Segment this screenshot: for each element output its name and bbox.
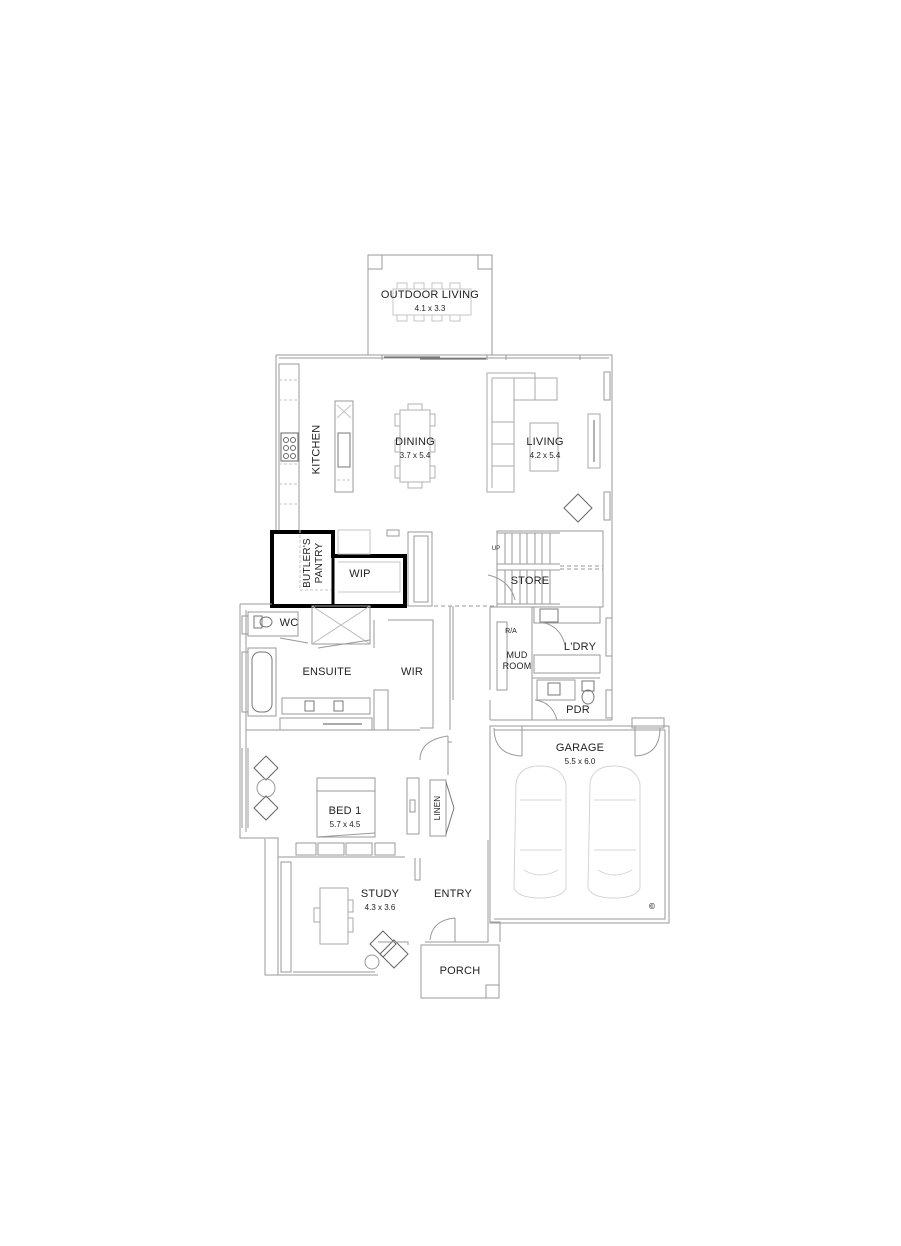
outdoor-living-size: 4.1 x 3.3 — [414, 304, 446, 313]
pdr-label: PDR — [566, 704, 590, 716]
laundry-sink-icon — [539, 608, 559, 623]
sink-icon — [337, 432, 351, 468]
stairs-up-label: UP — [491, 546, 501, 552]
entry-label: ENTRY — [433, 888, 473, 900]
entry-door-swing — [429, 917, 456, 941]
pdr-vanity-icon — [536, 679, 576, 701]
copyright-icon: © — [649, 902, 655, 911]
garage-side-door — [493, 726, 523, 757]
linen-cupboard — [429, 779, 447, 837]
car-icon — [587, 765, 641, 899]
cooktop-icon — [280, 432, 299, 462]
kitchen-pantry-cabinets — [337, 529, 433, 607]
wip-label: WIP — [349, 568, 371, 580]
living-size: 4.2 x 5.4 — [529, 451, 561, 460]
garage-door-swing — [634, 726, 661, 757]
laundry-mud-pdr-walls — [490, 606, 603, 721]
living-sofa-icon — [486, 372, 601, 523]
wc-toilet-icon — [253, 615, 263, 629]
pdr-toilet-icon — [581, 680, 595, 692]
dining-table-icon — [394, 403, 436, 489]
bed1-label: BED 1 — [328, 805, 362, 817]
butlers-pantry-label-line2: PANTRY — [314, 542, 325, 584]
bedroom-furniture — [241, 735, 455, 975]
laundry-door-swing — [539, 621, 566, 646]
bed1-size: 5.7 x 4.5 — [329, 820, 361, 829]
butlers-pantry-label-line1: BUTLER'S — [302, 538, 313, 588]
living-label: LIVING — [526, 436, 564, 448]
porch-label: PORCH — [439, 965, 481, 977]
kitchen-label: KITCHEN — [310, 424, 323, 475]
study-entry-walls — [280, 840, 489, 976]
mud-room-label-line1: MUD — [506, 650, 528, 660]
study-armchair-icon — [369, 930, 397, 958]
dining-size: 3.7 x 5.4 — [399, 451, 431, 460]
laundry-label: L'DRY — [563, 641, 597, 653]
study-size: 4.3 x 3.6 — [364, 903, 396, 912]
ria-label: R/A — [505, 628, 517, 635]
bed-headboard — [316, 777, 376, 792]
kitchen-bench — [278, 363, 300, 533]
exterior-walls — [275, 354, 613, 607]
armchair-icon — [253, 755, 279, 781]
armchair-icon — [563, 493, 593, 523]
garage-size: 5.5 x 6.0 — [564, 757, 596, 766]
butlers-pantry-wip-highlight — [270, 530, 407, 608]
bed-icon — [316, 790, 376, 838]
wc-label: WC — [279, 617, 299, 629]
store-label: STORE — [510, 575, 550, 587]
ensuite-label: ENSUITE — [302, 666, 352, 678]
car-icon — [513, 765, 567, 899]
garage-label: GARAGE — [555, 742, 605, 754]
vanity-icon — [281, 697, 371, 715]
staircase — [487, 530, 604, 608]
armchair-icon — [253, 795, 279, 821]
pdr-door-swing — [534, 699, 558, 721]
store-door-swing — [487, 574, 516, 601]
porch-outline — [420, 921, 501, 999]
ensuite-wing-walls — [239, 603, 451, 976]
outdoor-table-icon — [392, 282, 472, 322]
bed1-door-swing — [419, 735, 449, 761]
wir-label: WIR — [401, 666, 423, 678]
garage-walls — [489, 717, 670, 924]
study-desk-icon — [319, 887, 349, 945]
linen-label: LINEN — [433, 795, 442, 821]
coffee-table-icon — [529, 422, 559, 472]
mud-room-label-line2: ROOM — [502, 661, 532, 671]
tv-unit-icon — [587, 413, 601, 469]
dining-label: DINING — [395, 436, 435, 448]
kitchen-island — [334, 400, 354, 493]
outdoor-living-label: OUTDOOR LIVING — [380, 289, 480, 301]
desk-icon — [406, 777, 420, 835]
study-label: STUDY — [360, 888, 400, 900]
